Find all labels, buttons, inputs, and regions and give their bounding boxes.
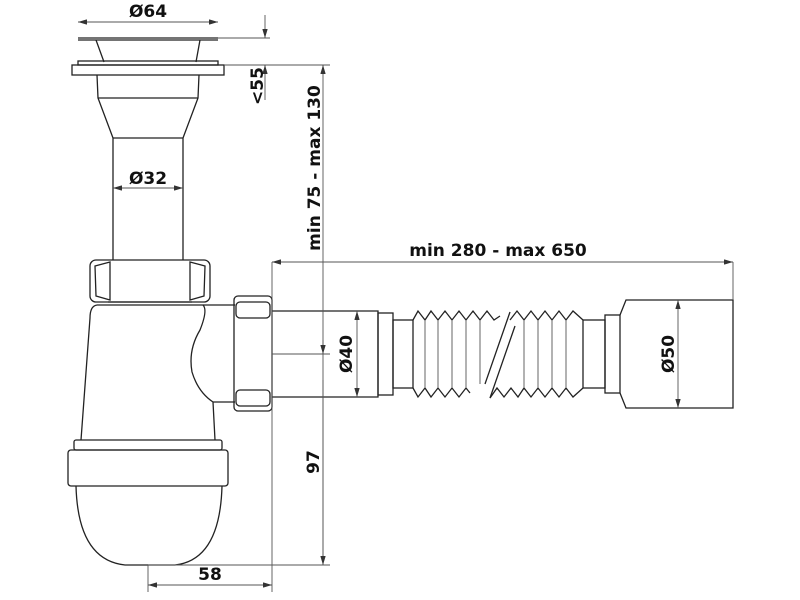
top-nut bbox=[89, 259, 211, 303]
corrugated-hose bbox=[412, 309, 584, 399]
strainer bbox=[71, 37, 225, 260]
trap-body bbox=[67, 304, 235, 566]
side-nut bbox=[233, 295, 273, 412]
dimension-lines bbox=[78, 15, 734, 592]
inlet-height-range-label: min 75 - max 130 bbox=[305, 85, 325, 251]
outlet-pipe-diameter-label: Ø40 bbox=[337, 335, 357, 373]
trap-height-label: 97 bbox=[304, 450, 324, 474]
outlet-length-range-label: min 280 - max 650 bbox=[409, 241, 587, 261]
strainer-diameter-label: Ø64 bbox=[129, 2, 167, 22]
outlet-end-diameter-label: Ø50 bbox=[659, 335, 679, 373]
outlet-pipe bbox=[272, 299, 734, 409]
trap-offset-label: 58 bbox=[198, 565, 222, 585]
inlet-pipe-diameter-label: Ø32 bbox=[129, 169, 167, 189]
strainer-height-label: <55 bbox=[248, 67, 268, 105]
